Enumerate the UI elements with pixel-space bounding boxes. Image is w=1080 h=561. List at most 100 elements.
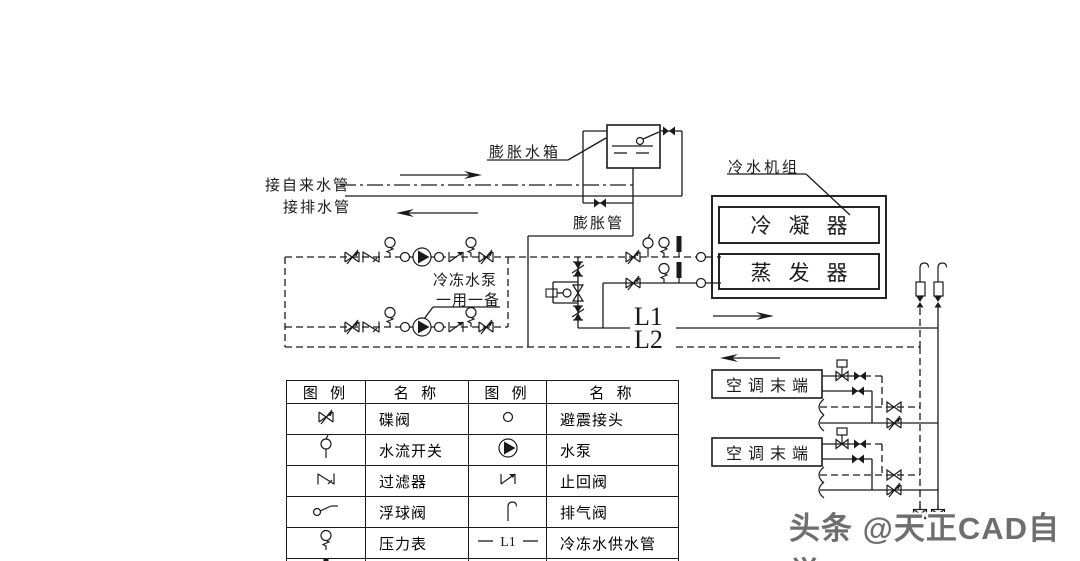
thermometer-icon — [676, 236, 682, 257]
shutoff-valve-icon — [594, 198, 606, 208]
butterfly-valve-icon — [625, 249, 641, 265]
condenser-box — [718, 206, 880, 244]
float-valve-icon — [286, 496, 366, 528]
flow-arrow — [713, 312, 774, 320]
expansion-pipe-label: 膨胀管 — [573, 215, 625, 232]
strainer-icon — [362, 321, 380, 333]
flexible-joint-icon — [468, 403, 547, 435]
pump-icon — [468, 434, 547, 466]
legend-name: 浮球阀 — [365, 496, 469, 528]
pipe-break-icon — [818, 398, 825, 416]
expansion-tank — [606, 124, 661, 169]
butterfly-valve-icon — [318, 409, 334, 425]
supply-line-tag: L1 — [634, 302, 663, 331]
vent-valve-icon — [916, 296, 924, 308]
butterfly-valve-icon — [286, 403, 366, 435]
float-ball-icon — [635, 136, 645, 146]
butterfly-valve-icon — [625, 275, 641, 291]
air-vent-icon — [468, 496, 547, 528]
chiller-outer — [711, 195, 887, 299]
check-valve-icon — [499, 473, 516, 485]
expansion-tank-label: 膨胀水箱 — [489, 144, 562, 161]
pressure-gauge-icon — [384, 306, 396, 327]
flexible-joint-icon — [695, 251, 707, 263]
pipe-break-icon — [818, 414, 825, 432]
chiller-unit-label: 冷水机组 — [728, 159, 801, 176]
air-vent-icon — [919, 262, 930, 282]
tap-water-label: 接自来水管 — [265, 177, 351, 194]
flexible-joint-icon — [433, 251, 445, 263]
pump-icon — [412, 247, 432, 267]
legend-row: 温度表L2冷冻水回水管 — [286, 558, 679, 561]
shutoff-valve-icon — [852, 386, 864, 396]
gauge-bulb-icon — [562, 288, 572, 298]
check-valve-icon — [468, 465, 547, 497]
balance-valve-icon — [886, 400, 902, 414]
supply-line-sample: L1 — [468, 527, 547, 559]
butterfly-valve-icon — [571, 261, 585, 277]
legend-table: 图 例 名 称 图 例 名 称 碟阀避震接头水流开关水泵过滤器止回阀浮球阀排气阀… — [286, 380, 679, 561]
valve-actuator-box — [545, 288, 558, 298]
pipe-line — [805, 173, 851, 216]
pipe-line — [642, 131, 660, 140]
pressure-gauge-icon — [465, 236, 477, 257]
air-vent-icon — [937, 262, 948, 282]
legend-header-symbol: 图 例 — [468, 380, 547, 404]
pressure-gauge-icon — [320, 529, 332, 550]
pump-duty-label: 一用一备 — [436, 292, 501, 309]
strainer-icon — [362, 251, 380, 263]
legend-header-name: 名 称 — [546, 380, 679, 404]
pipe-line — [423, 306, 434, 320]
flow-switch-icon — [320, 435, 332, 458]
pressure-gauge-icon — [286, 527, 366, 559]
legend-name: 止回阀 — [546, 465, 679, 497]
legend-name: 碟阀 — [365, 403, 469, 435]
check-valve-icon — [448, 251, 464, 263]
pipe-break-icon — [818, 481, 825, 499]
legend-name: 避震接头 — [546, 403, 679, 435]
flexible-joint-icon — [399, 251, 411, 263]
ac-terminal-box — [711, 369, 823, 399]
drain-valve-icon — [930, 505, 946, 520]
flow-arrow — [396, 209, 478, 217]
legend-header-symbol: 图 例 — [286, 380, 366, 404]
check-valve-icon — [448, 321, 464, 333]
flexible-joint-icon — [695, 277, 707, 289]
legend-row: 压力表 L1 冷冻水供水管 — [286, 527, 679, 559]
ac-terminal-box — [711, 437, 823, 467]
drain-valve-icon — [912, 505, 928, 520]
legend-name: 冷冻水回水管 — [546, 558, 679, 561]
balance-valve-icon — [886, 468, 902, 482]
evaporator-box — [718, 253, 880, 290]
supply-line-sample: L1 — [477, 535, 538, 550]
watermark: 头条 @天正CAD自学 — [789, 511, 1061, 561]
motorized-valve-icon — [835, 359, 849, 382]
legend-name: 排气阀 — [546, 496, 679, 528]
return-line-tag: L2 — [634, 325, 663, 354]
evaporator-label: 蒸发器 — [750, 261, 865, 285]
flow-switch-icon — [642, 233, 654, 257]
butterfly-valve-icon — [344, 319, 360, 335]
pump-name-label: 冷冻水泵 — [433, 272, 498, 289]
legend-name: 过滤器 — [365, 465, 469, 497]
flexible-joint-icon — [502, 411, 513, 423]
air-vent-icon — [506, 501, 517, 521]
legend-name: 冷冻水供水管 — [546, 527, 679, 559]
thermometer-icon — [676, 262, 682, 283]
ac-terminal-label: 空调末端 — [725, 446, 814, 463]
legend-row: 浮球阀 排气阀 — [286, 496, 679, 528]
shutoff-valve-icon — [663, 126, 675, 136]
svg-text:L1: L1 — [500, 535, 516, 550]
flow-switch-icon — [286, 434, 366, 466]
butterfly-valve-icon — [344, 249, 360, 265]
float-valve-icon — [312, 505, 338, 517]
strainer-icon — [286, 465, 366, 497]
air-vent-body — [933, 281, 944, 297]
legend-name: 压力表 — [365, 527, 469, 559]
butterfly-valve-icon — [478, 319, 494, 335]
thermometer-icon — [323, 559, 329, 561]
legend-row: 碟阀 避震接头 — [286, 403, 679, 435]
ac-terminal-label: 空调末端 — [725, 378, 814, 395]
legend-row: 过滤器 止回阀 — [286, 465, 679, 497]
